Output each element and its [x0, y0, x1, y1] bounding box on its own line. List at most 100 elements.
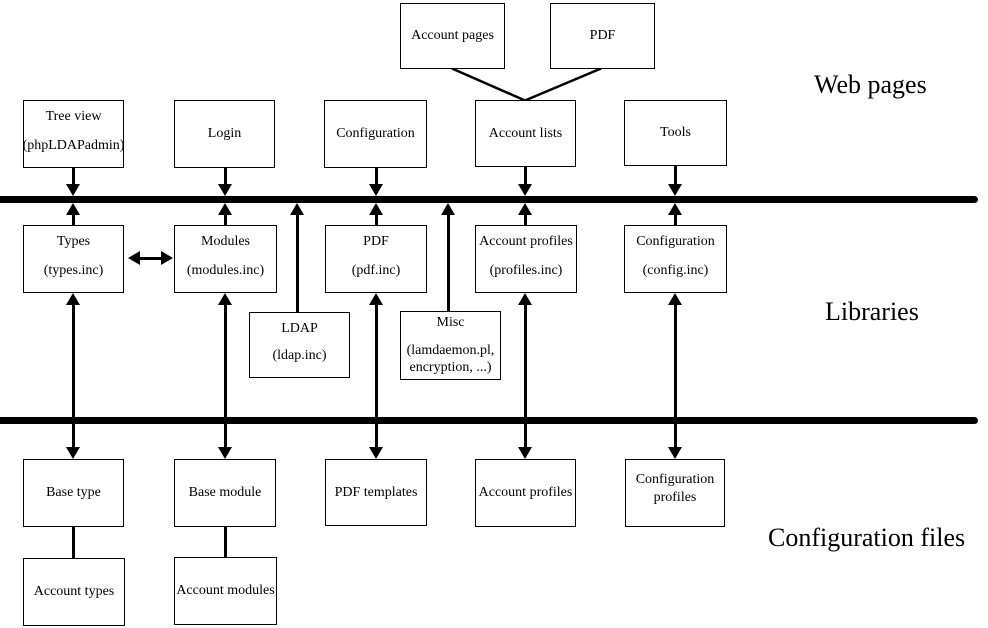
box-account-pages: Account pages	[400, 3, 505, 69]
arrowhead-up-icon	[668, 203, 682, 215]
arrowhead-down-icon	[369, 184, 383, 196]
connector-pdf-account-lists	[524, 67, 602, 102]
connector-base-module-account-modules	[224, 527, 227, 558]
box-account-profiles-lib: Account profiles (profiles.inc)	[475, 225, 577, 293]
bus-line-web-libraries	[0, 196, 978, 203]
arrowhead-up-icon	[66, 203, 80, 215]
connector-misc-bus	[447, 213, 450, 311]
arrow-shaft	[72, 213, 75, 225]
arrowhead-up-icon	[668, 293, 682, 305]
box-label: Misc	[436, 315, 465, 330]
arrowhead-up-icon	[66, 293, 80, 305]
arrow-shaft	[674, 166, 677, 186]
box-pdf-lib: PDF (pdf.inc)	[325, 225, 427, 293]
box-ldap: LDAP (ldap.inc)	[249, 312, 350, 378]
layer-label-libraries: Libraries	[825, 297, 919, 326]
arrowhead-down-icon	[668, 447, 682, 459]
arrowhead-up-icon	[369, 293, 383, 305]
arrowhead-down-icon	[218, 447, 232, 459]
arrow-shaft	[524, 213, 527, 225]
box-modules: Modules (modules.inc)	[174, 225, 277, 293]
box-label: Tools	[660, 125, 691, 140]
connector-account-pages-account-lists	[451, 67, 526, 102]
box-sublabel: (ldap.inc)	[272, 348, 327, 363]
arrowhead-up-icon	[290, 203, 304, 215]
arrow-shaft	[224, 213, 227, 225]
connector-ldap-bus	[296, 213, 299, 312]
box-sublabel: (config.inc)	[642, 263, 709, 278]
arrow-shaft	[674, 213, 677, 225]
connector-types-modules	[138, 257, 163, 260]
arrowhead-up-icon	[218, 293, 232, 305]
arrow-shaft	[375, 213, 378, 225]
box-label: Tree view	[45, 109, 102, 124]
box-sublabel: (types.inc)	[43, 263, 104, 278]
arrowhead-down-icon	[218, 184, 232, 196]
arrow-shaft	[524, 167, 527, 186]
box-label: PDF templates	[334, 484, 418, 500]
box-label: Base module	[188, 485, 262, 500]
arrow-shaft	[224, 303, 227, 449]
arrowhead-down-icon	[518, 184, 532, 196]
box-label: Account lists	[488, 125, 563, 141]
box-configuration-profiles: Configuration profiles	[625, 459, 725, 527]
arrowhead-up-icon	[518, 293, 532, 305]
arrowhead-down-icon	[66, 184, 80, 196]
arrow-shaft	[674, 303, 677, 449]
box-label: Configuration	[636, 234, 715, 249]
arrow-shaft	[72, 168, 75, 186]
arrowhead-down-icon	[668, 184, 682, 196]
box-label: Account modules	[176, 583, 275, 598]
box-base-type: Base type	[23, 459, 124, 527]
bus-line-libraries-config	[0, 417, 978, 424]
box-tree-view: Tree view (phpLDAPadmin)	[23, 100, 124, 168]
box-base-module: Base module	[174, 459, 276, 527]
box-sublabel: profiles	[653, 490, 697, 505]
box-configuration-lib: Configuration (config.inc)	[624, 225, 727, 293]
arrowhead-down-icon	[518, 447, 532, 459]
box-label: Login	[207, 126, 242, 141]
box-account-types: Account types	[23, 558, 125, 626]
arrowhead-right-icon	[161, 251, 173, 265]
arrow-shaft	[72, 303, 75, 449]
arrow-shaft	[224, 168, 227, 186]
box-label: LDAP	[281, 321, 318, 336]
box-account-modules: Account modules	[174, 557, 277, 625]
box-label: PDF	[589, 28, 616, 43]
arrowhead-down-icon	[66, 447, 80, 459]
box-label: Account profiles	[478, 485, 573, 500]
box-label: Account profiles	[479, 234, 573, 249]
box-sublabel: (modules.inc)	[186, 263, 265, 278]
box-label: Configuration	[635, 472, 715, 487]
box-sublabel: (phpLDAPadmin)	[22, 138, 125, 153]
arrowhead-up-icon	[218, 203, 232, 215]
box-account-lists: Account lists	[475, 100, 576, 167]
box-label: Base type	[46, 485, 101, 500]
box-sublabel: (lamdaemon.pl,	[406, 343, 495, 358]
box-configuration-page: Configuration	[324, 100, 427, 168]
arrowhead-left-icon	[128, 251, 140, 265]
box-label: Modules	[201, 234, 250, 249]
arrow-shaft	[375, 303, 378, 449]
box-label: PDF	[363, 234, 389, 249]
arrow-shaft	[524, 303, 527, 449]
box-label: Types	[56, 234, 91, 249]
arrowhead-up-icon	[518, 203, 532, 215]
connector-base-type-account-types	[72, 527, 75, 558]
arrowhead-up-icon	[441, 203, 455, 215]
box-account-profiles-config: Account profiles	[475, 459, 576, 527]
box-sublabel: encryption, ...)	[409, 360, 492, 375]
arrowhead-up-icon	[369, 203, 383, 215]
box-sublabel: (profiles.inc)	[489, 263, 563, 278]
box-label: Configuration	[336, 126, 415, 141]
box-pdf-templates: PDF templates	[325, 459, 427, 526]
layer-label-configuration-files: Configuration files	[768, 523, 966, 552]
box-label: Account types	[33, 584, 115, 599]
arrowhead-down-icon	[369, 447, 383, 459]
box-login: Login	[174, 100, 275, 168]
box-types: Types (types.inc)	[23, 225, 124, 293]
box-sublabel: (pdf.inc)	[351, 263, 401, 278]
box-pdf-page: PDF	[550, 3, 655, 69]
